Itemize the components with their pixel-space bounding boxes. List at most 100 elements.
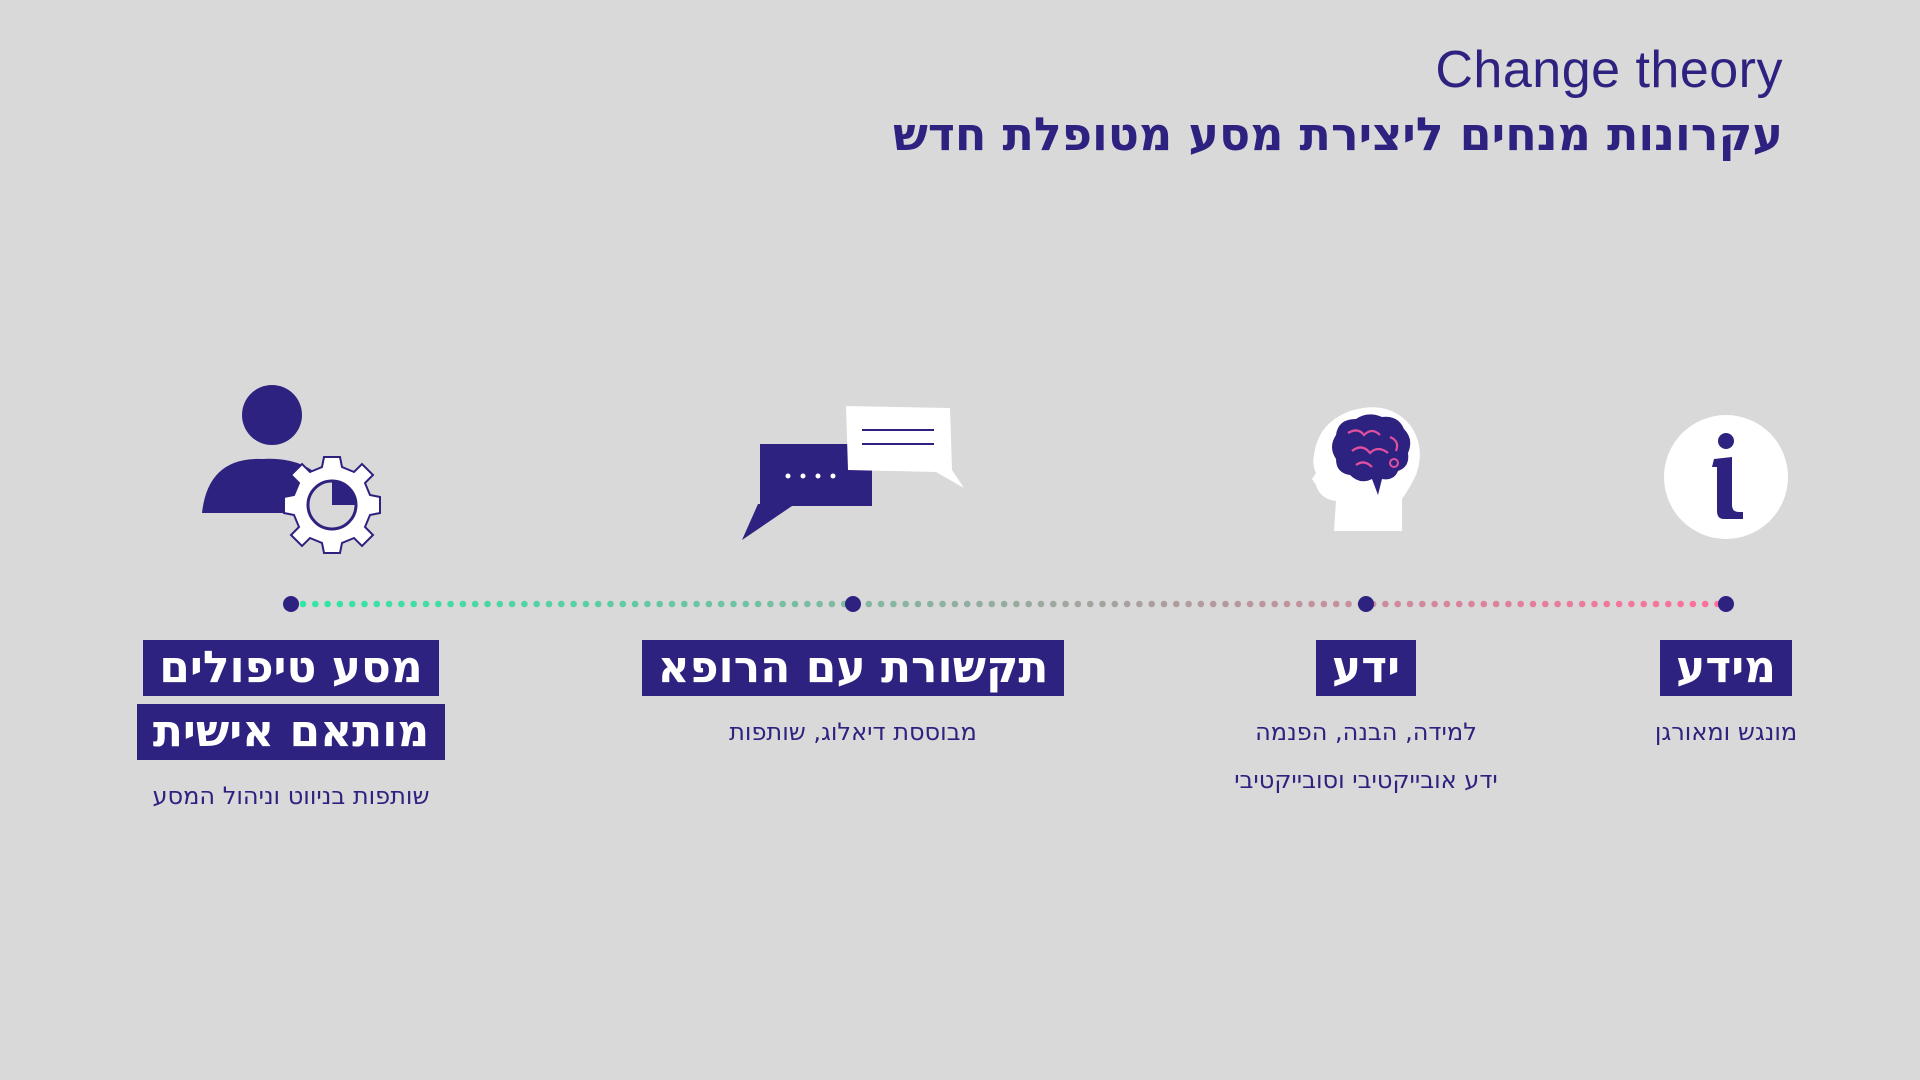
timeline-dot [828, 600, 836, 608]
timeline-dot [508, 600, 516, 608]
timeline-dot [1455, 600, 1463, 608]
step-description-line: למידה, הבנה, הפנמה [1255, 718, 1477, 746]
timeline-dot [853, 600, 860, 608]
timeline-dot [1652, 600, 1660, 608]
timeline-dot [1615, 600, 1623, 608]
timeline-dot [1406, 600, 1414, 608]
timeline-dot [1640, 600, 1647, 608]
timeline-dot [1111, 600, 1119, 608]
timeline-dot [496, 600, 504, 608]
info-icon [1664, 415, 1788, 539]
brain-head-icon [1312, 407, 1420, 531]
timeline-dot [1099, 600, 1106, 608]
step-information: מידע מונגש ומאורגן [1556, 640, 1896, 756]
timeline-dot [1259, 600, 1266, 608]
timeline-dot [521, 600, 528, 608]
timeline-dot [951, 600, 959, 608]
timeline-dot [1271, 600, 1278, 608]
timeline-dot [1578, 600, 1586, 608]
timeline-dot [1000, 600, 1008, 608]
timeline-dot [1308, 600, 1315, 608]
timeline-dot [1517, 600, 1524, 608]
timeline-dot [484, 600, 491, 608]
timeline-dot [681, 600, 688, 608]
timeline-dot [312, 600, 319, 608]
timeline-dot [890, 600, 897, 608]
step-description: שותפות בניווט וניהול המסע [153, 772, 430, 820]
timeline-dot [976, 600, 983, 608]
step-description: מבוססת דיאלוג, שותפות [729, 708, 977, 756]
timeline-dot [1665, 600, 1672, 608]
timeline-dot [1689, 600, 1697, 608]
timeline-dot [1382, 600, 1389, 608]
timeline-dot [558, 600, 565, 608]
timeline-node [1718, 596, 1734, 612]
timeline-dot [779, 600, 786, 608]
timeline-dot [717, 600, 725, 608]
step-description-line: מונגש ומאורגן [1654, 718, 1798, 746]
timeline-dot [348, 600, 356, 608]
step-description-line: מבוססת דיאלוג, שותפות [729, 718, 977, 746]
timeline-dot [1037, 600, 1045, 608]
timeline-dot [459, 600, 467, 608]
user-gear-icon [202, 385, 381, 554]
timeline-dot [730, 600, 737, 608]
timeline-dot [902, 600, 909, 608]
timeline-dot [754, 600, 762, 608]
step-tag: ידע [1315, 640, 1417, 696]
timeline-dot [1222, 600, 1229, 608]
timeline-dot [1603, 600, 1611, 608]
timeline-dot [619, 600, 627, 608]
timeline-dot [1431, 600, 1438, 608]
timeline-dot [1296, 600, 1303, 608]
title-hebrew: עקרונות מנחים ליצירת מסע מטופלת חדש [892, 107, 1783, 161]
timeline-dot [804, 600, 811, 608]
timeline-dot [939, 600, 946, 608]
timeline-dot [1394, 600, 1401, 608]
timeline-dot [373, 600, 381, 608]
timeline-dot [1123, 600, 1131, 608]
timeline-dot [1185, 600, 1192, 608]
timeline-dot [1209, 600, 1217, 608]
step-description-line: שותפות בניווט וניהול המסע [152, 782, 430, 810]
timeline-node [1358, 596, 1374, 612]
timeline-dot [865, 600, 873, 608]
timeline-dot [1505, 600, 1512, 608]
timeline-dot [1086, 600, 1094, 608]
timeline-dot [1062, 600, 1069, 608]
timeline-dot [1554, 600, 1561, 608]
timeline-dot [422, 600, 430, 608]
timeline-dot [1529, 600, 1537, 608]
timeline-dot [963, 600, 971, 608]
timeline-dot [1013, 600, 1020, 608]
timeline-dot [1050, 600, 1057, 608]
timeline-dot [1136, 600, 1143, 608]
timeline-dot [1074, 600, 1082, 608]
step-description: מונגש ומאורגן [1655, 708, 1797, 756]
timeline-dot [1714, 600, 1721, 608]
timeline-dot [1357, 600, 1365, 608]
timeline-dot [1160, 600, 1168, 608]
step-tag: מידע [1660, 640, 1792, 696]
timeline-node [283, 596, 299, 612]
timeline-dot [1701, 600, 1709, 608]
timeline-dot [398, 600, 405, 608]
timeline-dot [644, 600, 651, 608]
timeline-dot [1419, 600, 1426, 608]
timeline-dot [299, 600, 307, 608]
timeline-dot [742, 600, 750, 608]
timeline-dot [840, 600, 848, 608]
timeline-dot [816, 600, 823, 608]
timeline-dot [324, 600, 331, 608]
timeline-dot [1320, 600, 1328, 608]
timeline-dot [705, 600, 713, 608]
timeline-dot [594, 600, 602, 608]
timeline-dot [1468, 600, 1475, 608]
title-english: Change theory [1435, 41, 1783, 99]
header: Change theory עקרונות מנחים ליצירת מסע מ… [893, 38, 1783, 164]
timeline-dot [1148, 600, 1155, 608]
